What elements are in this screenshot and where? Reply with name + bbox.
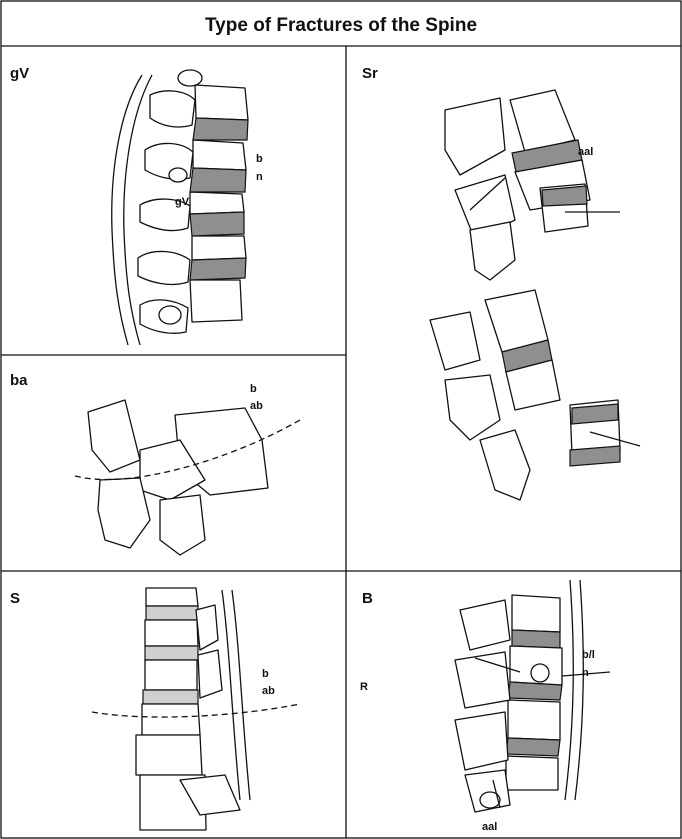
tag-bottom-right-2: n bbox=[582, 667, 589, 679]
tag-bottom-right-bottom: aal bbox=[482, 821, 497, 833]
tag-top-left-center: gV bbox=[175, 196, 190, 208]
tag-mid-left-1: b bbox=[250, 383, 257, 395]
spine-illustration-mid-left bbox=[75, 400, 300, 555]
tag-top-left-2: n bbox=[256, 171, 263, 183]
tag-mid-left-2: ab bbox=[250, 400, 263, 412]
tag-top-right-1: aal bbox=[578, 146, 593, 158]
panel-label-top-left: gV bbox=[10, 65, 29, 82]
panel-label-bottom-left: S bbox=[10, 590, 20, 607]
panel-bottom-left: S b ab bbox=[10, 588, 300, 830]
panel-top-left: gV b n gV bbox=[10, 65, 263, 345]
panel-top-right: Sr aal bbox=[362, 65, 640, 500]
tag-bottom-left-1: b bbox=[262, 668, 269, 680]
panel-bottom-right: B R b/l n aal bbox=[360, 580, 610, 833]
spine-illustration-bottom-left bbox=[92, 588, 300, 830]
panel-label-bottom-right: B bbox=[362, 590, 373, 607]
spine-illustration-top-right-upper bbox=[445, 90, 620, 280]
panel-label-top-right: Sr bbox=[362, 65, 378, 82]
figure-title: Type of Fractures of the Spine bbox=[205, 15, 477, 36]
tag-bottom-right-1: b/l bbox=[582, 649, 595, 661]
tag-bottom-left-2: ab bbox=[262, 685, 275, 697]
spine-illustration-top-right-lower bbox=[430, 290, 640, 500]
panel-mid-left: ba b ab bbox=[10, 372, 300, 555]
tag-bottom-right-side: R bbox=[360, 681, 368, 693]
spine-illustration-bottom-right bbox=[455, 580, 610, 812]
tag-top-left-1: b bbox=[256, 153, 263, 165]
panel-label-mid-left: ba bbox=[10, 372, 28, 389]
